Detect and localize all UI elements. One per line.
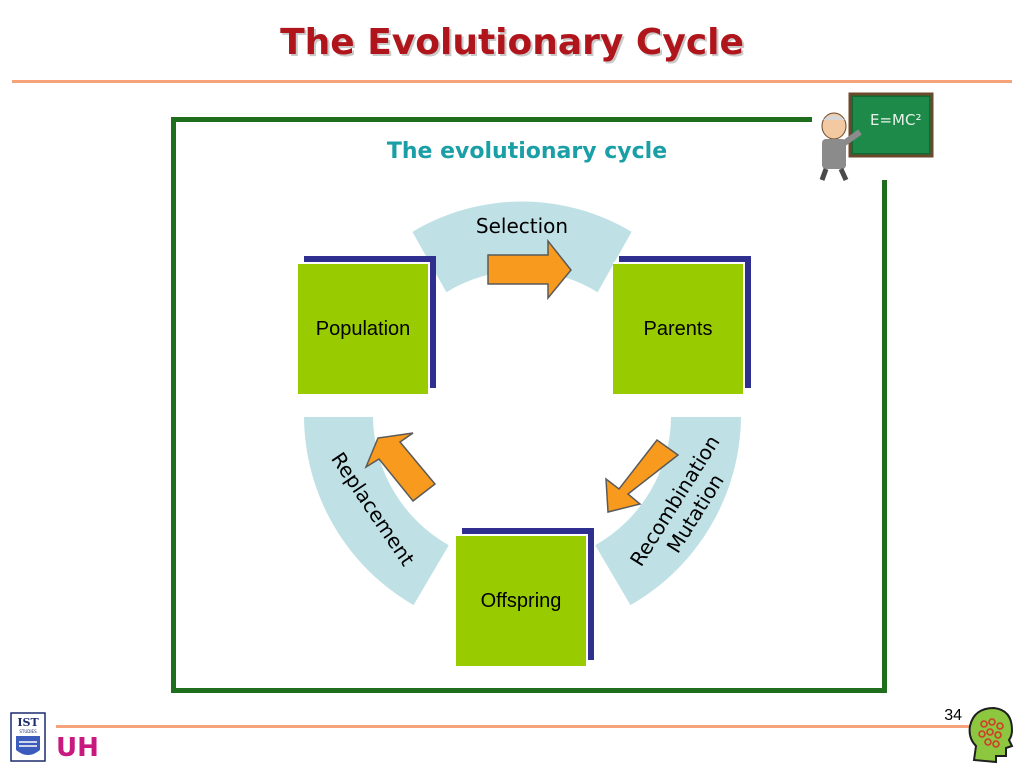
ist-logo-icon: IST STUDIES	[10, 712, 46, 762]
recombination-arrow-icon	[605, 438, 680, 513]
selection-arc	[412, 201, 632, 293]
diagram-frame	[171, 117, 887, 693]
stage-offspring: Offspring	[456, 528, 594, 666]
uh-logo-icon: UH	[56, 733, 99, 762]
diagram-title: The evolutionary cycle	[386, 139, 668, 164]
stage-parents-label: Parents	[643, 317, 713, 340]
selection-arrow-icon	[487, 238, 572, 301]
stage-offspring-label: Offspring	[480, 589, 562, 612]
title-divider	[12, 80, 1012, 83]
replacement-arc	[304, 417, 449, 606]
stage-population: Population	[298, 256, 436, 394]
ist-logo-subtext: STUDIES	[19, 729, 37, 734]
replacement-arrow-icon	[364, 432, 437, 503]
clipart-formula: E=MC²	[870, 111, 921, 129]
brain-head-logo-icon	[968, 706, 1014, 764]
uh-logo-text: UH	[56, 733, 99, 762]
stage-face: Population	[298, 262, 430, 394]
stage-face: Offspring	[456, 534, 588, 666]
stage-face: Parents	[613, 262, 745, 394]
stage-population-label: Population	[315, 317, 411, 340]
slide-title: The Evolutionary Cycle	[280, 22, 744, 63]
footer-divider	[56, 725, 971, 728]
ist-logo-text: IST	[17, 716, 39, 729]
stage-parents: Parents	[613, 256, 751, 394]
recombination-arc	[595, 417, 741, 606]
selection-label: Selection	[475, 214, 569, 238]
page-number: 34	[944, 707, 962, 724]
teacher-clipart-icon: E=MC²	[819, 92, 934, 182]
